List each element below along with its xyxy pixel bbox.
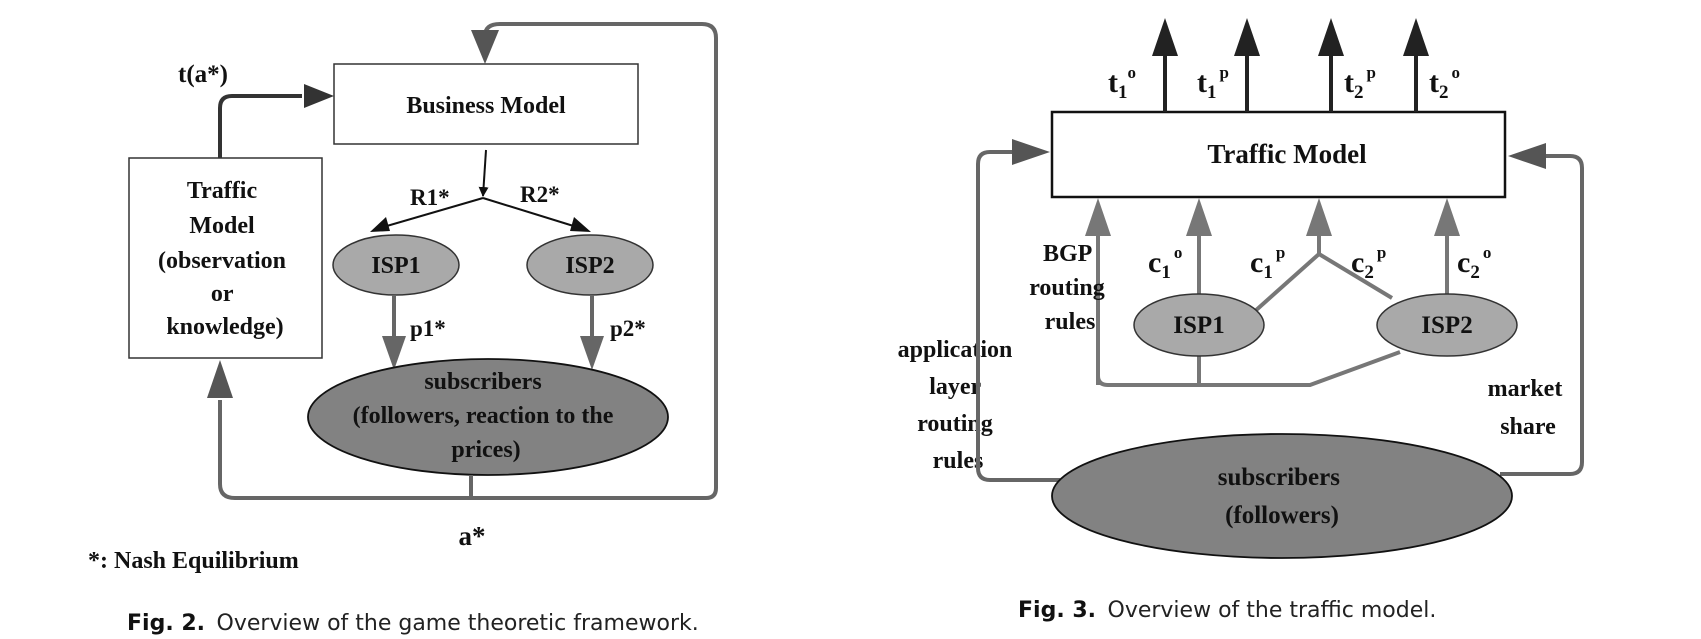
fig3-isp2-node (1376, 293, 1518, 357)
fig3-traffic-model-label: Traffic Model (1207, 139, 1367, 169)
fig2-arrowhead-p1 (382, 336, 406, 370)
fig2-feedback-loop (218, 400, 473, 500)
fig3-caption: Fig. 3. Overview of the traffic model. (1018, 597, 1436, 623)
fig2-traffic-model-label: Traffic Model (observation or knowledge) (158, 178, 292, 340)
fig3-traffic-model-box (1050, 110, 1507, 199)
fig3-output-labels: t1o t1p t2p t2o (1108, 63, 1460, 103)
fig2-arrowhead-business (304, 84, 334, 108)
fig3-input-label: c1o (1148, 243, 1182, 283)
fig2-subscribers-node (307, 358, 669, 476)
fig3-output-arrowhead (1318, 18, 1344, 56)
fig3-bgp-label: BGP routing rules (1029, 241, 1111, 335)
fig3-right-arrowhead (1508, 143, 1546, 169)
fig3-output-arrows (1152, 18, 1429, 112)
fig3-left-loop (976, 150, 1060, 482)
fig2-arrowhead-p2 (580, 336, 604, 370)
fig3-left-arrowhead (1012, 139, 1050, 165)
fig2-arrow-traffic-to-business (218, 94, 302, 158)
fig3-input-label: c2p (1351, 243, 1386, 283)
fig3-caption-text: Fig. 3. Overview of the traffic model. (1018, 597, 1436, 623)
fig3-c2p-line (1317, 252, 1394, 300)
fig2-a-label: a* (459, 521, 486, 551)
fig3-c2o-arrowhead (1434, 198, 1460, 236)
fig2-arrow-business-down (478, 149, 489, 197)
fig2-nash-note: *: Nash Equilibrium (88, 548, 299, 574)
fig3-subscribers-node (1051, 433, 1513, 559)
fig3-isp2-label: ISP2 (1421, 312, 1472, 339)
fig3-input-label: c2o (1457, 243, 1491, 283)
fig2-t-label: t(a*) (178, 61, 228, 88)
fig2-arrowhead-r1 (370, 217, 390, 232)
fig3-output-label: t1p (1197, 63, 1229, 103)
fig2-p1-label: p1* (410, 316, 446, 341)
fig3-subscribers-label: subscribers (followers) (1218, 464, 1346, 529)
fig3-isp1-label: ISP1 (1173, 312, 1224, 339)
fig2-isp2-label: ISP2 (565, 253, 614, 279)
fig3-output-label: t2o (1429, 63, 1460, 103)
fig3-input-arrows (1085, 198, 1460, 387)
fig3-app-layer-label: application layer routing rules (898, 337, 1019, 474)
fig3-output-arrowhead (1152, 18, 1178, 56)
fig2-branch-r2 (482, 197, 581, 229)
fig2-p2-label: p2* (610, 316, 646, 341)
fig2-feedback-loop-right (471, 22, 718, 500)
fig2-branch-r1 (379, 197, 484, 229)
fig2-caption-text: Fig. 2. Overview of the game theoretic f… (127, 610, 699, 636)
fig3-market-share-label: market share (1488, 376, 1569, 440)
fig3-isp1-node (1133, 293, 1265, 357)
fig3-diagram: Traffic Model t1o t1p t2p t2o (898, 18, 1584, 559)
fig2-r2-label: R2* (520, 182, 560, 207)
fig2-arrowhead-business-top (471, 30, 499, 64)
fig3-input-labels: c1o c1p c2p c2o (1148, 243, 1491, 283)
fig3-output-label: t2p (1344, 63, 1376, 103)
fig3-output-arrowhead (1234, 18, 1260, 56)
fig2-business-model-box (333, 63, 639, 145)
fig3-right-loop (1500, 154, 1584, 476)
fig2-subscribers-label: subscribers (followers, reaction to the … (353, 369, 620, 463)
fig3-input-label: c1p (1250, 243, 1285, 283)
fig3-bgp-arrowhead (1085, 198, 1111, 236)
fig3-output-arrowhead (1403, 18, 1429, 56)
fig3-cp-arrowhead (1306, 198, 1332, 236)
fig2-arrowhead-r2 (570, 217, 591, 232)
fig3-output-label: t1o (1108, 63, 1136, 103)
fig2-isp1-label: ISP1 (371, 253, 420, 279)
fig2-caption: Fig. 2. Overview of the game theoretic f… (127, 610, 699, 636)
fig3-c1p-line (1252, 252, 1321, 314)
fig2-traffic-model-box (128, 157, 323, 359)
fig3-routing-baseline (1096, 350, 1401, 387)
fig2-r1-label: R1* (410, 185, 450, 210)
fig2-business-model-label: Business Model (406, 93, 566, 119)
fig2-diagram: Business Model Traffic Model (observatio… (88, 22, 718, 574)
fig3-c1o-arrowhead (1186, 198, 1212, 236)
fig2-arrowhead-traffic (207, 360, 233, 398)
